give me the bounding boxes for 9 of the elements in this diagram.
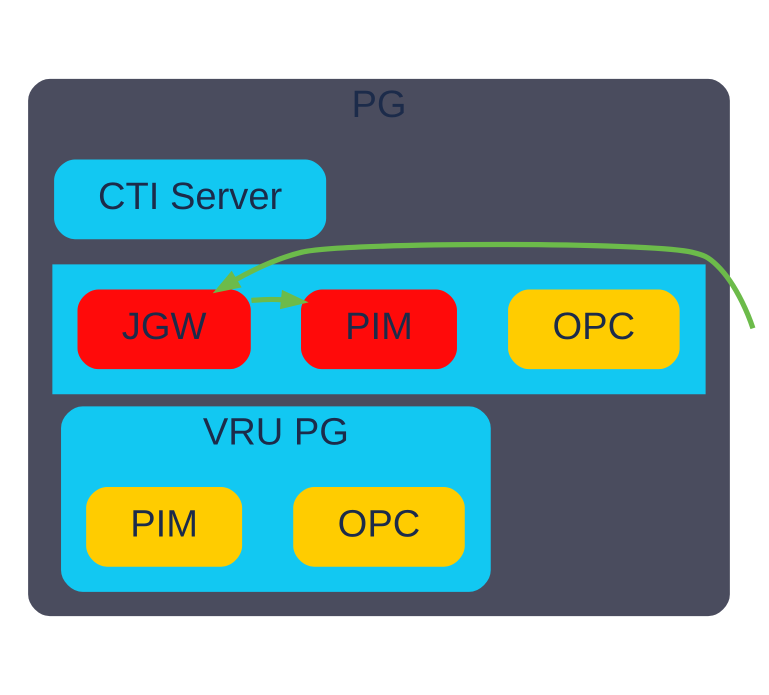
node-box: CTI Server [54, 160, 326, 240]
arrow [212, 242, 756, 330]
node-box: OPC [508, 289, 680, 370]
node-box: PIM [301, 289, 457, 370]
node-box: JGW [78, 289, 251, 370]
cluster [52, 264, 706, 394]
node-box: OPC [293, 486, 465, 567]
arrow [251, 290, 309, 310]
node-box: PIM [86, 486, 242, 567]
